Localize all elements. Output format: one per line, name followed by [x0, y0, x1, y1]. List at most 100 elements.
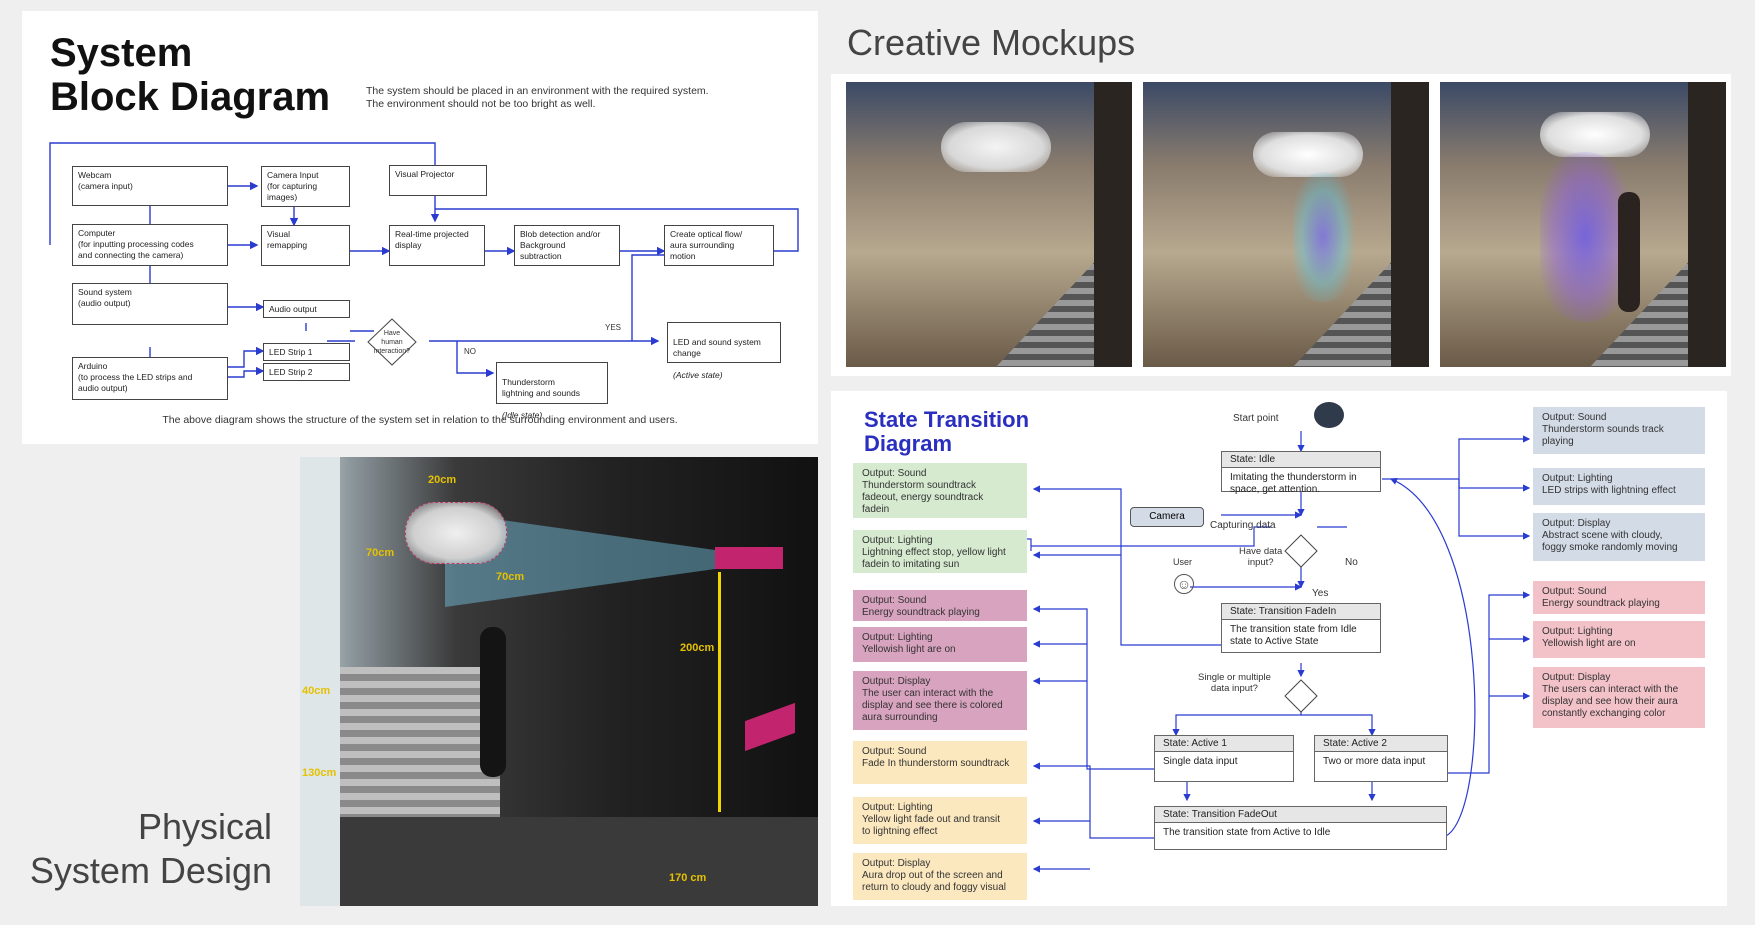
dim-label-200cm: 200cm	[680, 642, 715, 654]
user-smiley-icon: ☺	[1174, 574, 1194, 594]
cloud-installation	[405, 502, 507, 564]
cloud-icon-3	[1540, 112, 1650, 157]
box-led-strip-2: LED Strip 2	[263, 363, 350, 381]
camera-node: Camera	[1130, 507, 1204, 527]
output-left-1: Output: Sound Thunderstorm soundtrack fa…	[853, 463, 1027, 518]
dim-label-70cm-right: 70cm	[496, 571, 525, 583]
box-led-sound-change: LED and sound system change (Active stat…	[667, 322, 781, 380]
box-visual-remapping: Visual remapping	[261, 225, 350, 266]
person-silhouette	[480, 627, 506, 777]
output-right-4: Output: Sound Energy soundtrack playing	[1533, 581, 1705, 614]
start-point-label: Start point	[1233, 413, 1279, 424]
physical-title-1: Physical	[137, 806, 272, 847]
yes-label: Yes	[1312, 588, 1329, 599]
state-idle-head: State: Idle	[1222, 452, 1380, 468]
single-multiple-label: Single or multiple data input?	[1198, 672, 1271, 694]
state-transition-fadeout: State: Transition FadeOut The transition…	[1154, 806, 1447, 850]
box-webcam: Webcam (camera input)	[72, 166, 228, 206]
output-right-2: Output: Lighting LED strips with lightni…	[1533, 468, 1705, 505]
state-connectors	[1027, 402, 1531, 873]
aura-glow	[1293, 172, 1353, 302]
state-diagram-panel: State Transition Diagram	[831, 391, 1727, 906]
physical-title-2: System Design	[29, 850, 272, 891]
dim-label-40cm: 40cm	[302, 685, 331, 697]
dim-label-20cm: 20cm	[428, 474, 457, 486]
pillar	[1094, 82, 1132, 367]
block-intro: The system should be placed in an enviro…	[366, 85, 709, 110]
state-fadein-head: State: Transition FadeIn	[1222, 604, 1380, 620]
cloud-icon	[941, 122, 1051, 172]
led-sound-state: (Active state)	[673, 370, 723, 380]
mockups-panel	[831, 74, 1731, 376]
capturing-label: Capturing data	[1210, 520, 1276, 531]
yes-label: YES	[605, 323, 622, 332]
dim-label-170cm: 170 cm	[669, 872, 707, 884]
mockup-image-2	[1143, 82, 1429, 367]
box-optical-flow: Create optical flow/ aura surrounding mo…	[664, 225, 774, 266]
box-computer: Computer (for inputting processing codes…	[72, 224, 228, 266]
box-blob-detection: Blob detection and/or Background subtrac…	[514, 225, 620, 266]
output-left-4: Output: Lighting Yellowish light are on	[853, 627, 1027, 662]
mockups-title: Creative Mockups	[847, 22, 1136, 63]
decision-diamond-label: Have human interaction?	[373, 330, 411, 355]
state-active2-head: State: Active 2	[1315, 736, 1447, 752]
block-connectors	[49, 142, 799, 378]
block-caption: The above diagram shows the structure of…	[162, 414, 678, 426]
state-idle-body: Imitating the thunderstorm in space, get…	[1230, 472, 1357, 495]
output-left-8: Output: Display Aura drop out of the scr…	[853, 853, 1027, 900]
wall-left	[300, 457, 340, 906]
pillar-2	[1391, 82, 1429, 367]
mockup-image-1	[846, 82, 1132, 367]
box-sound-system: Sound system (audio output)	[72, 283, 228, 325]
person-figure	[1618, 192, 1640, 312]
kiosk-device	[745, 702, 795, 752]
start-point-node	[1314, 402, 1344, 428]
no-label: NO	[464, 347, 476, 356]
output-left-6: Output: Sound Fade In thunderstorm sound…	[853, 741, 1027, 784]
box-led-strip-1: LED Strip 1	[263, 343, 350, 361]
floor	[340, 817, 818, 906]
output-left-2: Output: Lighting Lightning effect stop, …	[853, 530, 1027, 573]
state-active1-head: State: Active 1	[1155, 736, 1293, 752]
state-title-1: State Transition	[864, 407, 1030, 432]
output-right-1: Output: Sound Thunderstorm sounds track …	[1533, 407, 1705, 454]
led-sound-text: LED and sound system change	[673, 337, 761, 358]
pillar-3	[1688, 82, 1726, 367]
thunder-state: (Idle state)	[502, 410, 543, 420]
block-title-2: Block Diagram	[50, 75, 331, 119]
output-left-5: Output: Display The user can interact wi…	[853, 671, 1027, 730]
box-visual-projector: Visual Projector	[389, 165, 487, 196]
state-transition-fadein: State: Transition FadeIn The transition …	[1221, 603, 1381, 653]
output-left-3: Output: Sound Energy soundtrack playing	[853, 590, 1027, 621]
block-diagram-panel: System Block Diagram The system should b…	[22, 11, 818, 444]
output-right-5: Output: Lighting Yellowish light are on	[1533, 621, 1705, 658]
block-title-1: System	[50, 31, 193, 75]
dim-label-70cm-left: 70cm	[366, 547, 395, 559]
state-title-2: Diagram	[864, 431, 953, 456]
projector-device	[715, 547, 783, 569]
state-fadeout-body: The transition state from Active to Idle	[1163, 827, 1331, 838]
state-active2-body: Two or more data input	[1323, 756, 1426, 767]
screen-frame	[718, 572, 721, 812]
no-label: No	[1345, 557, 1358, 568]
box-realtime-display: Real-time projected display	[389, 225, 485, 266]
state-fadein-body: The transition state from Idle state to …	[1230, 624, 1357, 647]
state-active-1: State: Active 1 Single data input	[1154, 735, 1294, 782]
box-camera-input: Camera Input (for capturing images)	[261, 166, 350, 207]
output-right-6: Output: Display The users can interact w…	[1533, 667, 1705, 728]
state-active-2: State: Active 2 Two or more data input	[1314, 735, 1448, 782]
dim-label-130cm: 130cm	[302, 767, 337, 779]
state-active1-body: Single data input	[1163, 756, 1238, 767]
box-arduino: Arduino (to process the LED strips and a…	[72, 357, 228, 400]
mockup-image-3	[1440, 82, 1726, 367]
stairs-area	[340, 667, 500, 817]
output-right-3: Output: Display Abstract scene with clou…	[1533, 513, 1705, 561]
box-audio-output: Audio output	[263, 300, 350, 318]
cloud-icon-2	[1253, 132, 1363, 177]
aura-glow-2	[1540, 152, 1630, 322]
have-data-label: Have data input?	[1239, 546, 1283, 568]
thunder-text: Thunderstorm lightning and sounds	[502, 377, 580, 398]
state-idle: State: Idle Imitating the thunderstorm i…	[1221, 451, 1381, 495]
user-label: User	[1173, 557, 1193, 567]
output-left-7: Output: Lighting Yellow light fade out a…	[853, 797, 1027, 844]
